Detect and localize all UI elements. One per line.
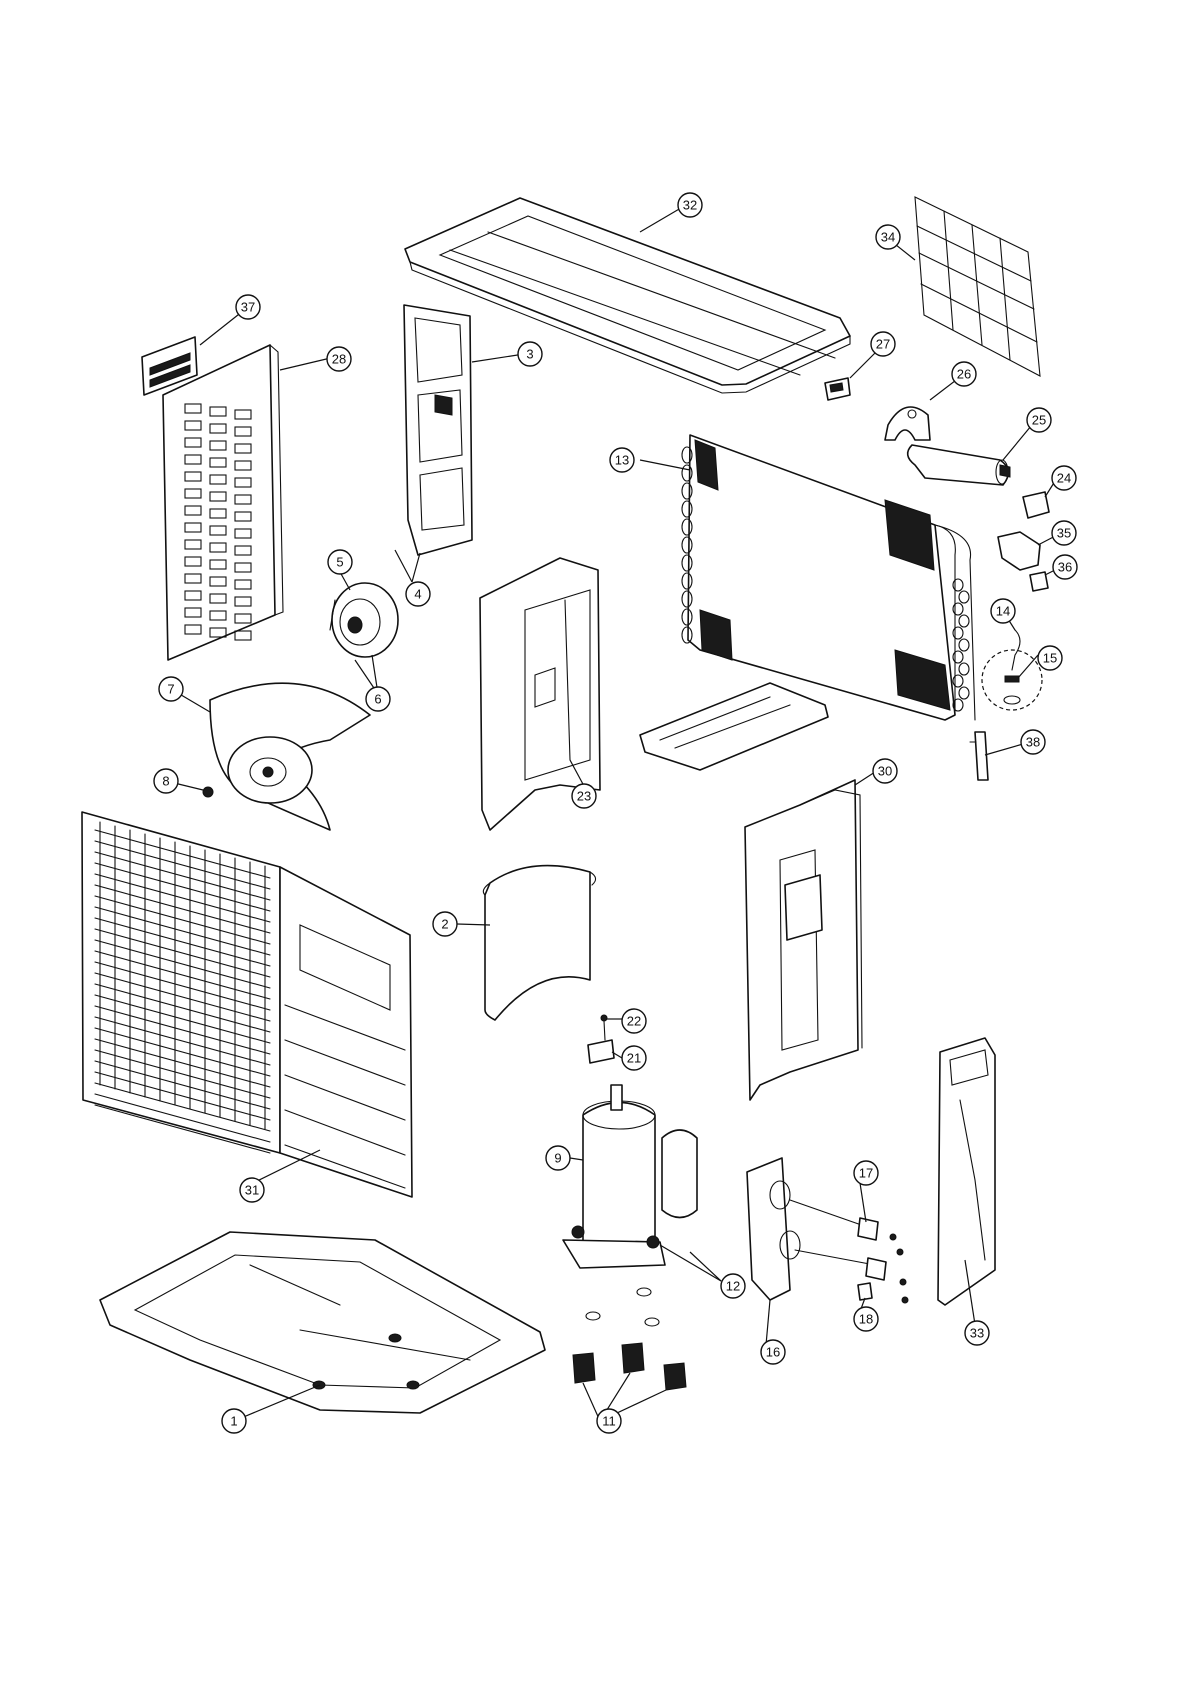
svg-text:33: 33 <box>970 1326 984 1341</box>
callout-17: 17 <box>854 1161 878 1185</box>
panel-slot <box>235 631 251 640</box>
callout-2: 2 <box>433 912 457 936</box>
side-cover-part <box>938 1038 995 1305</box>
callout-1: 1 <box>222 1409 246 1433</box>
svg-text:35: 35 <box>1057 526 1071 541</box>
callout-31: 31 <box>240 1178 264 1202</box>
check-valve-part <box>970 732 988 780</box>
svg-text:5: 5 <box>336 555 343 570</box>
callout-15: 15 <box>1038 646 1062 670</box>
bracket-part <box>998 532 1040 570</box>
svg-text:28: 28 <box>332 352 346 367</box>
svg-text:34: 34 <box>881 230 895 245</box>
valve-plate-part <box>747 1158 800 1300</box>
svg-text:15: 15 <box>1043 651 1057 666</box>
service-valves-part <box>790 1200 908 1303</box>
fan-nut-part <box>203 787 213 797</box>
callout-35: 35 <box>1052 521 1076 545</box>
fan-motor-part <box>330 583 398 657</box>
top-cover-part <box>405 198 850 393</box>
svg-text:24: 24 <box>1057 471 1071 486</box>
svg-text:18: 18 <box>859 1312 873 1327</box>
svg-text:14: 14 <box>996 604 1010 619</box>
coil-tube-bend <box>959 615 969 627</box>
svg-text:2: 2 <box>441 917 448 932</box>
callout-36: 36 <box>1053 555 1077 579</box>
callout-12: 12 <box>721 1274 745 1298</box>
fan-blade-part <box>210 683 370 830</box>
svg-text:25: 25 <box>1032 413 1046 428</box>
callout-32: 32 <box>678 193 702 217</box>
rear-wire-grille-part <box>915 197 1040 376</box>
svg-text:36: 36 <box>1058 560 1072 575</box>
callout-3: 3 <box>518 342 542 366</box>
callout-18: 18 <box>854 1307 878 1331</box>
sensor-part <box>825 378 850 400</box>
callout-26: 26 <box>952 362 976 386</box>
compressor-insulation-part <box>483 866 595 1020</box>
svg-text:11: 11 <box>602 1414 616 1429</box>
capacitor-clamp-part <box>885 407 930 440</box>
svg-text:9: 9 <box>554 1151 561 1166</box>
svg-text:8: 8 <box>162 774 169 789</box>
svg-text:21: 21 <box>627 1051 641 1066</box>
electrical-box-part <box>745 780 862 1100</box>
partition-plate-part <box>404 305 472 555</box>
callout-27: 27 <box>871 332 895 356</box>
callout-24: 24 <box>1052 466 1076 490</box>
svg-text:6: 6 <box>374 692 381 707</box>
callout-28: 28 <box>327 347 351 371</box>
callout-13: 13 <box>610 448 634 472</box>
callout-9: 9 <box>546 1146 570 1170</box>
callout-38: 38 <box>1021 730 1045 754</box>
base-pan-part <box>100 1232 545 1413</box>
svg-text:22: 22 <box>627 1014 641 1029</box>
svg-text:30: 30 <box>878 764 892 779</box>
callout-34: 34 <box>876 225 900 249</box>
svg-text:31: 31 <box>245 1183 259 1198</box>
svg-text:32: 32 <box>683 198 697 213</box>
svg-text:27: 27 <box>876 337 890 352</box>
callout-7: 7 <box>159 677 183 701</box>
side-panel-part <box>163 345 283 660</box>
svg-text:26: 26 <box>957 367 971 382</box>
svg-text:12: 12 <box>726 1279 740 1294</box>
svg-text:17: 17 <box>859 1166 873 1181</box>
callout-6: 6 <box>366 687 390 711</box>
svg-text:3: 3 <box>526 347 533 362</box>
callout-5: 5 <box>328 550 352 574</box>
coil-tube-bend <box>959 687 969 699</box>
clip-part <box>588 1015 614 1063</box>
callout-30: 30 <box>873 759 897 783</box>
callout-21: 21 <box>622 1046 646 1070</box>
svg-text:23: 23 <box>577 789 591 804</box>
svg-text:38: 38 <box>1026 735 1040 750</box>
capacitor-part <box>908 445 1010 485</box>
callout-8: 8 <box>154 769 178 793</box>
callout-23: 23 <box>572 784 596 808</box>
svg-text:1: 1 <box>230 1414 237 1429</box>
svg-text:13: 13 <box>615 453 629 468</box>
callout-25: 25 <box>1027 408 1051 432</box>
callout-37: 37 <box>236 295 260 319</box>
drain-fitting-detail <box>982 630 1042 710</box>
compressor-part <box>563 1085 697 1268</box>
svg-text:16: 16 <box>766 1345 780 1360</box>
callout-14: 14 <box>991 599 1015 623</box>
svg-text:37: 37 <box>241 300 255 315</box>
callout-33: 33 <box>965 1321 989 1345</box>
callout-4: 4 <box>406 582 430 606</box>
callout-16: 16 <box>761 1340 785 1364</box>
svg-text:4: 4 <box>414 587 421 602</box>
callout-11: 11 <box>597 1409 621 1433</box>
callout-22: 22 <box>622 1009 646 1033</box>
front-panel-part <box>82 812 412 1197</box>
coil-tube-bend <box>959 663 969 675</box>
coil-tube-bend <box>959 639 969 651</box>
coil-tube-bend <box>959 591 969 603</box>
base-support-part <box>640 683 828 770</box>
svg-text:7: 7 <box>167 682 174 697</box>
